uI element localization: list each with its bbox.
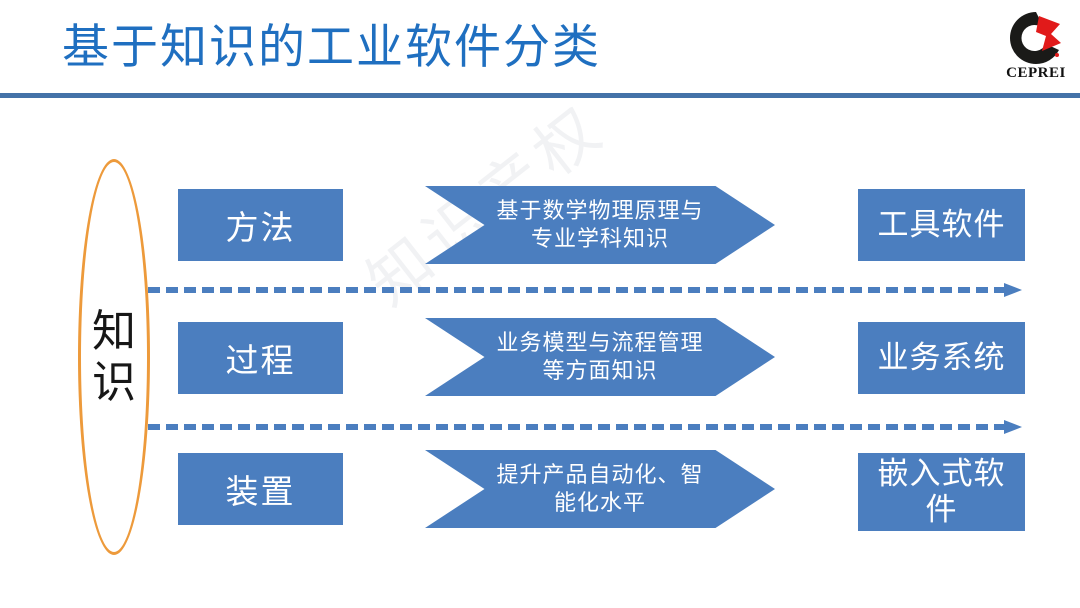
description-chevron-row-1[interactable]: 基于数学物理原理与 专业学科知识	[425, 186, 775, 264]
software-type-box-row-3[interactable]: 嵌入式软件	[858, 453, 1025, 531]
category-box-row-1[interactable]: 方法	[178, 189, 343, 261]
chevron-line-2: 等方面知识	[542, 358, 658, 383]
ceprei-logo-wordmark: CEPREI	[1006, 65, 1066, 81]
chevron-line-1: 基于数学物理原理与	[496, 197, 704, 223]
dashed-arrow-2-head-icon	[1004, 420, 1022, 434]
chevron-line-1: 业务模型与流程管理	[496, 329, 704, 355]
dashed-arrow-2	[148, 420, 1025, 434]
chevron-line-2: 专业学科知识	[530, 226, 669, 251]
dashed-arrow-2-line	[148, 424, 1006, 430]
software-type-box-row-2[interactable]: 业务系统	[858, 322, 1025, 394]
knowledge-ellipse	[78, 159, 150, 555]
dashed-arrow-1-head-icon	[1004, 283, 1022, 297]
category-box-row-2[interactable]: 过程	[178, 322, 343, 394]
knowledge-ellipse-label: 知 识	[78, 159, 150, 555]
dashed-arrow-1-line	[148, 287, 1006, 293]
page-title: 基于知识的工业软件分类	[62, 20, 601, 73]
chevron-line-1: 提升产品自动化、智	[496, 461, 704, 487]
description-chevron-row-2[interactable]: 业务模型与流程管理 等方面知识	[425, 318, 775, 396]
description-chevron-row-3[interactable]: 提升产品自动化、智 能化水平	[425, 450, 775, 528]
ceprei-logo-icon	[1010, 12, 1061, 64]
category-box-row-3[interactable]: 装置	[178, 453, 343, 525]
software-type-box-row-1[interactable]: 工具软件	[858, 189, 1025, 261]
ceprei-logo: CEPREI	[1000, 10, 1072, 84]
header-divider	[0, 93, 1080, 98]
chevron-line-2: 能化水平	[553, 490, 646, 515]
knowledge-char-1: 知	[92, 306, 136, 356]
knowledge-char-2: 识	[92, 358, 136, 407]
dashed-arrow-1	[148, 283, 1025, 297]
